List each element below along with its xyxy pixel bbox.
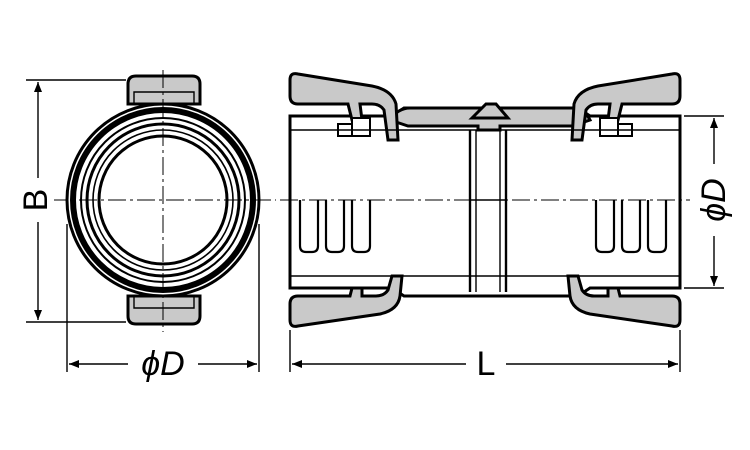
side-right-bottom-clip	[566, 274, 682, 328]
front-diameter-dimension: ϕD	[66, 224, 260, 384]
side-diameter-dimension: ϕD	[684, 115, 734, 289]
side-view	[280, 72, 690, 328]
front-diameter-label: ϕD	[141, 345, 184, 383]
length-dimension: L	[289, 330, 681, 384]
height-label: B	[17, 189, 55, 212]
side-left-top-clip	[288, 72, 400, 142]
front-view	[50, 70, 276, 332]
side-diameter-label: ϕD	[695, 178, 733, 221]
side-left-grip-fingers	[298, 200, 372, 254]
front-bottom-clip	[126, 294, 202, 326]
length-label: L	[477, 345, 496, 383]
side-right-top-clip	[570, 72, 682, 142]
side-right-grip-fingers	[594, 200, 668, 254]
front-top-clip	[126, 74, 202, 106]
side-left-bottom-clip	[288, 274, 404, 328]
height-dimension: B	[14, 79, 126, 323]
